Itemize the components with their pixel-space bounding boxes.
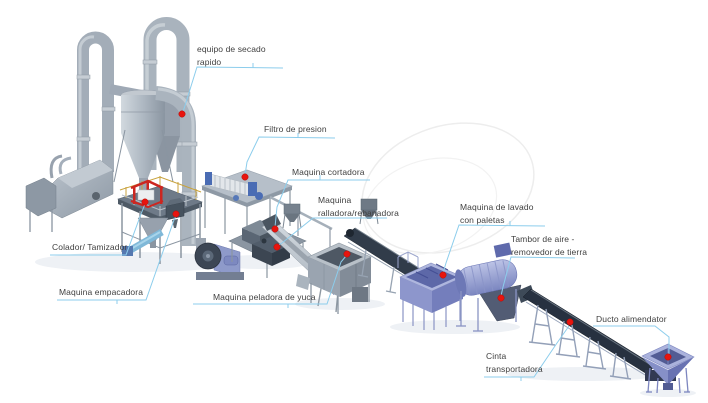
leader-cortadora [274,179,370,228]
marker-dot-cinta [566,318,574,326]
marker-dot-peladora [343,250,351,258]
leader-ticks [116,63,522,381]
watermark [361,122,535,255]
label-air-drum-soil-remover: Tambor de aire - removedor de tierra [511,234,588,257]
filter-press-illustration [201,169,379,250]
label-yuca-peeling-machine: Maquina peladora de yuca [213,292,316,302]
leader-filtro [244,136,336,176]
feed-hopper-illustration [641,343,695,394]
paddle-washer-illustration [397,251,464,330]
peeler-illustration [296,242,372,314]
marker-dot-cortadora [271,225,279,233]
blower-fan [194,238,244,280]
leader-ralladora [276,217,387,247]
leader-tambor [500,256,576,297]
label-feeding-duct: Ducto alimendator [596,314,667,324]
marker-dot-secado [178,110,186,118]
leader-lines [50,63,670,381]
leader-ducto [593,325,670,354]
leader-lavado [442,224,546,274]
marker-dot-filtro [241,173,249,181]
leader-empacadora [57,215,177,301]
leader-secado [182,66,284,113]
marker-dot-ralladora [273,243,281,251]
leader-colador [50,203,146,256]
leader-peladora [193,255,347,305]
marker-dot-colador [141,198,149,206]
label-rapid-drying-equipment: equipo de secado rapido [197,44,266,67]
marker-dot-ducto [664,353,672,361]
marker-dot-lavado [439,271,447,279]
label-paddle-washing-machine: Maquina de lavado con paletas [460,202,534,225]
label-grating-slicing-machine: Maquina ralladora/rebanadora [318,195,399,218]
main-conveyor-illustration [517,285,656,380]
label-strainer-sifter: Colador/ Tamizador [52,242,128,252]
label-conveyor-belt: Cinta transportadora [486,351,543,374]
label-cutting-machine: Maquina cortadora [292,167,365,177]
leader-cinta [484,325,570,378]
label-packing-machine: Maquina empacadora [59,287,144,297]
marker-dot-empacadora [172,210,180,218]
label-pressure-filter: Filtro de presion [264,124,327,134]
flash-dryer-illustration [25,17,244,280]
marker-dots [141,110,672,361]
sifter-frame [130,179,164,209]
air-drum-illustration [455,242,522,332]
marker-dot-tambor [497,294,505,302]
